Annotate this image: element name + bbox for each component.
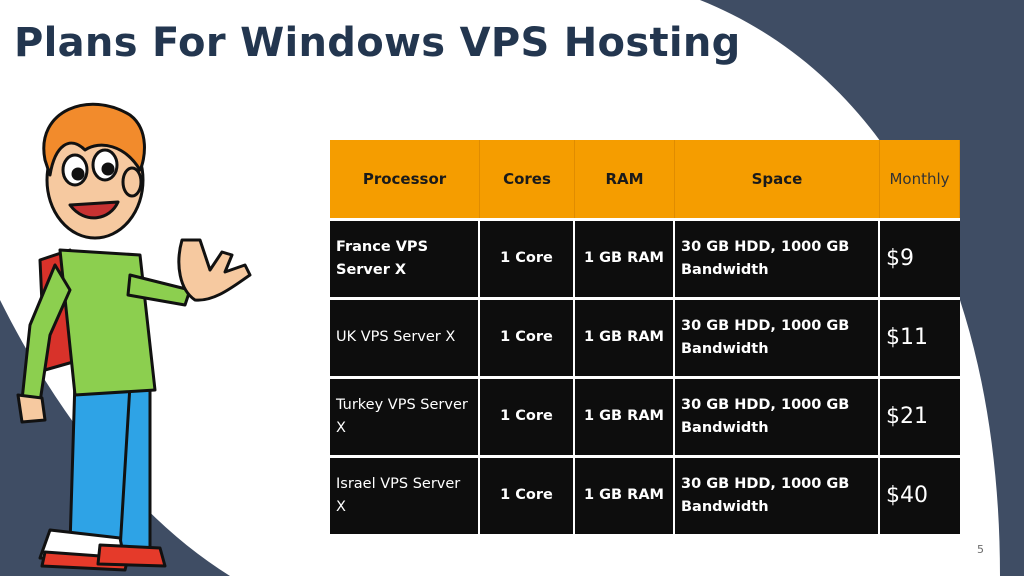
cell-cores: 1 Core bbox=[480, 218, 575, 297]
cartoon-boy-icon bbox=[16, 102, 252, 572]
cell-ram: 1 GB RAM bbox=[575, 376, 675, 455]
header-cores: Cores bbox=[480, 140, 575, 218]
cell-monthly-price: $9 bbox=[880, 218, 960, 297]
table-row: UK VPS Server X 1 Core 1 GB RAM 30 GB HD… bbox=[330, 297, 960, 376]
table-header-row: Processor Cores RAM Space Monthly bbox=[330, 140, 960, 218]
cell-monthly-price: $40 bbox=[880, 455, 960, 534]
slide-title: Plans For Windows VPS Hosting bbox=[14, 20, 741, 66]
table-row: Turkey VPS Server X 1 Core 1 GB RAM 30 G… bbox=[330, 376, 960, 455]
header-processor: Processor bbox=[330, 140, 480, 218]
cell-processor: France VPS Server X bbox=[330, 218, 480, 297]
header-monthly: Monthly bbox=[880, 140, 960, 218]
cell-ram: 1 GB RAM bbox=[575, 297, 675, 376]
cell-processor: Turkey VPS Server X bbox=[330, 376, 480, 455]
cell-cores: 1 Core bbox=[480, 376, 575, 455]
table-row: France VPS Server X 1 Core 1 GB RAM 30 G… bbox=[330, 218, 960, 297]
cell-cores: 1 Core bbox=[480, 455, 575, 534]
vps-plans-table: Processor Cores RAM Space Monthly France… bbox=[330, 140, 960, 534]
page-number: 5 bbox=[977, 543, 984, 556]
cell-space: 30 GB HDD, 1000 GB Bandwidth bbox=[675, 218, 880, 297]
table-row: Israel VPS Server X 1 Core 1 GB RAM 30 G… bbox=[330, 455, 960, 534]
cell-space: 30 GB HDD, 1000 GB Bandwidth bbox=[675, 455, 880, 534]
cell-ram: 1 GB RAM bbox=[575, 218, 675, 297]
cell-monthly-price: $21 bbox=[880, 376, 960, 455]
cell-space: 30 GB HDD, 1000 GB Bandwidth bbox=[675, 297, 880, 376]
cell-processor: UK VPS Server X bbox=[330, 297, 480, 376]
cell-space: 30 GB HDD, 1000 GB Bandwidth bbox=[675, 376, 880, 455]
header-ram: RAM bbox=[575, 140, 675, 218]
cell-monthly-price: $11 bbox=[880, 297, 960, 376]
cell-ram: 1 GB RAM bbox=[575, 455, 675, 534]
header-space: Space bbox=[675, 140, 880, 218]
cell-processor: Israel VPS Server X bbox=[330, 455, 480, 534]
cell-cores: 1 Core bbox=[480, 297, 575, 376]
